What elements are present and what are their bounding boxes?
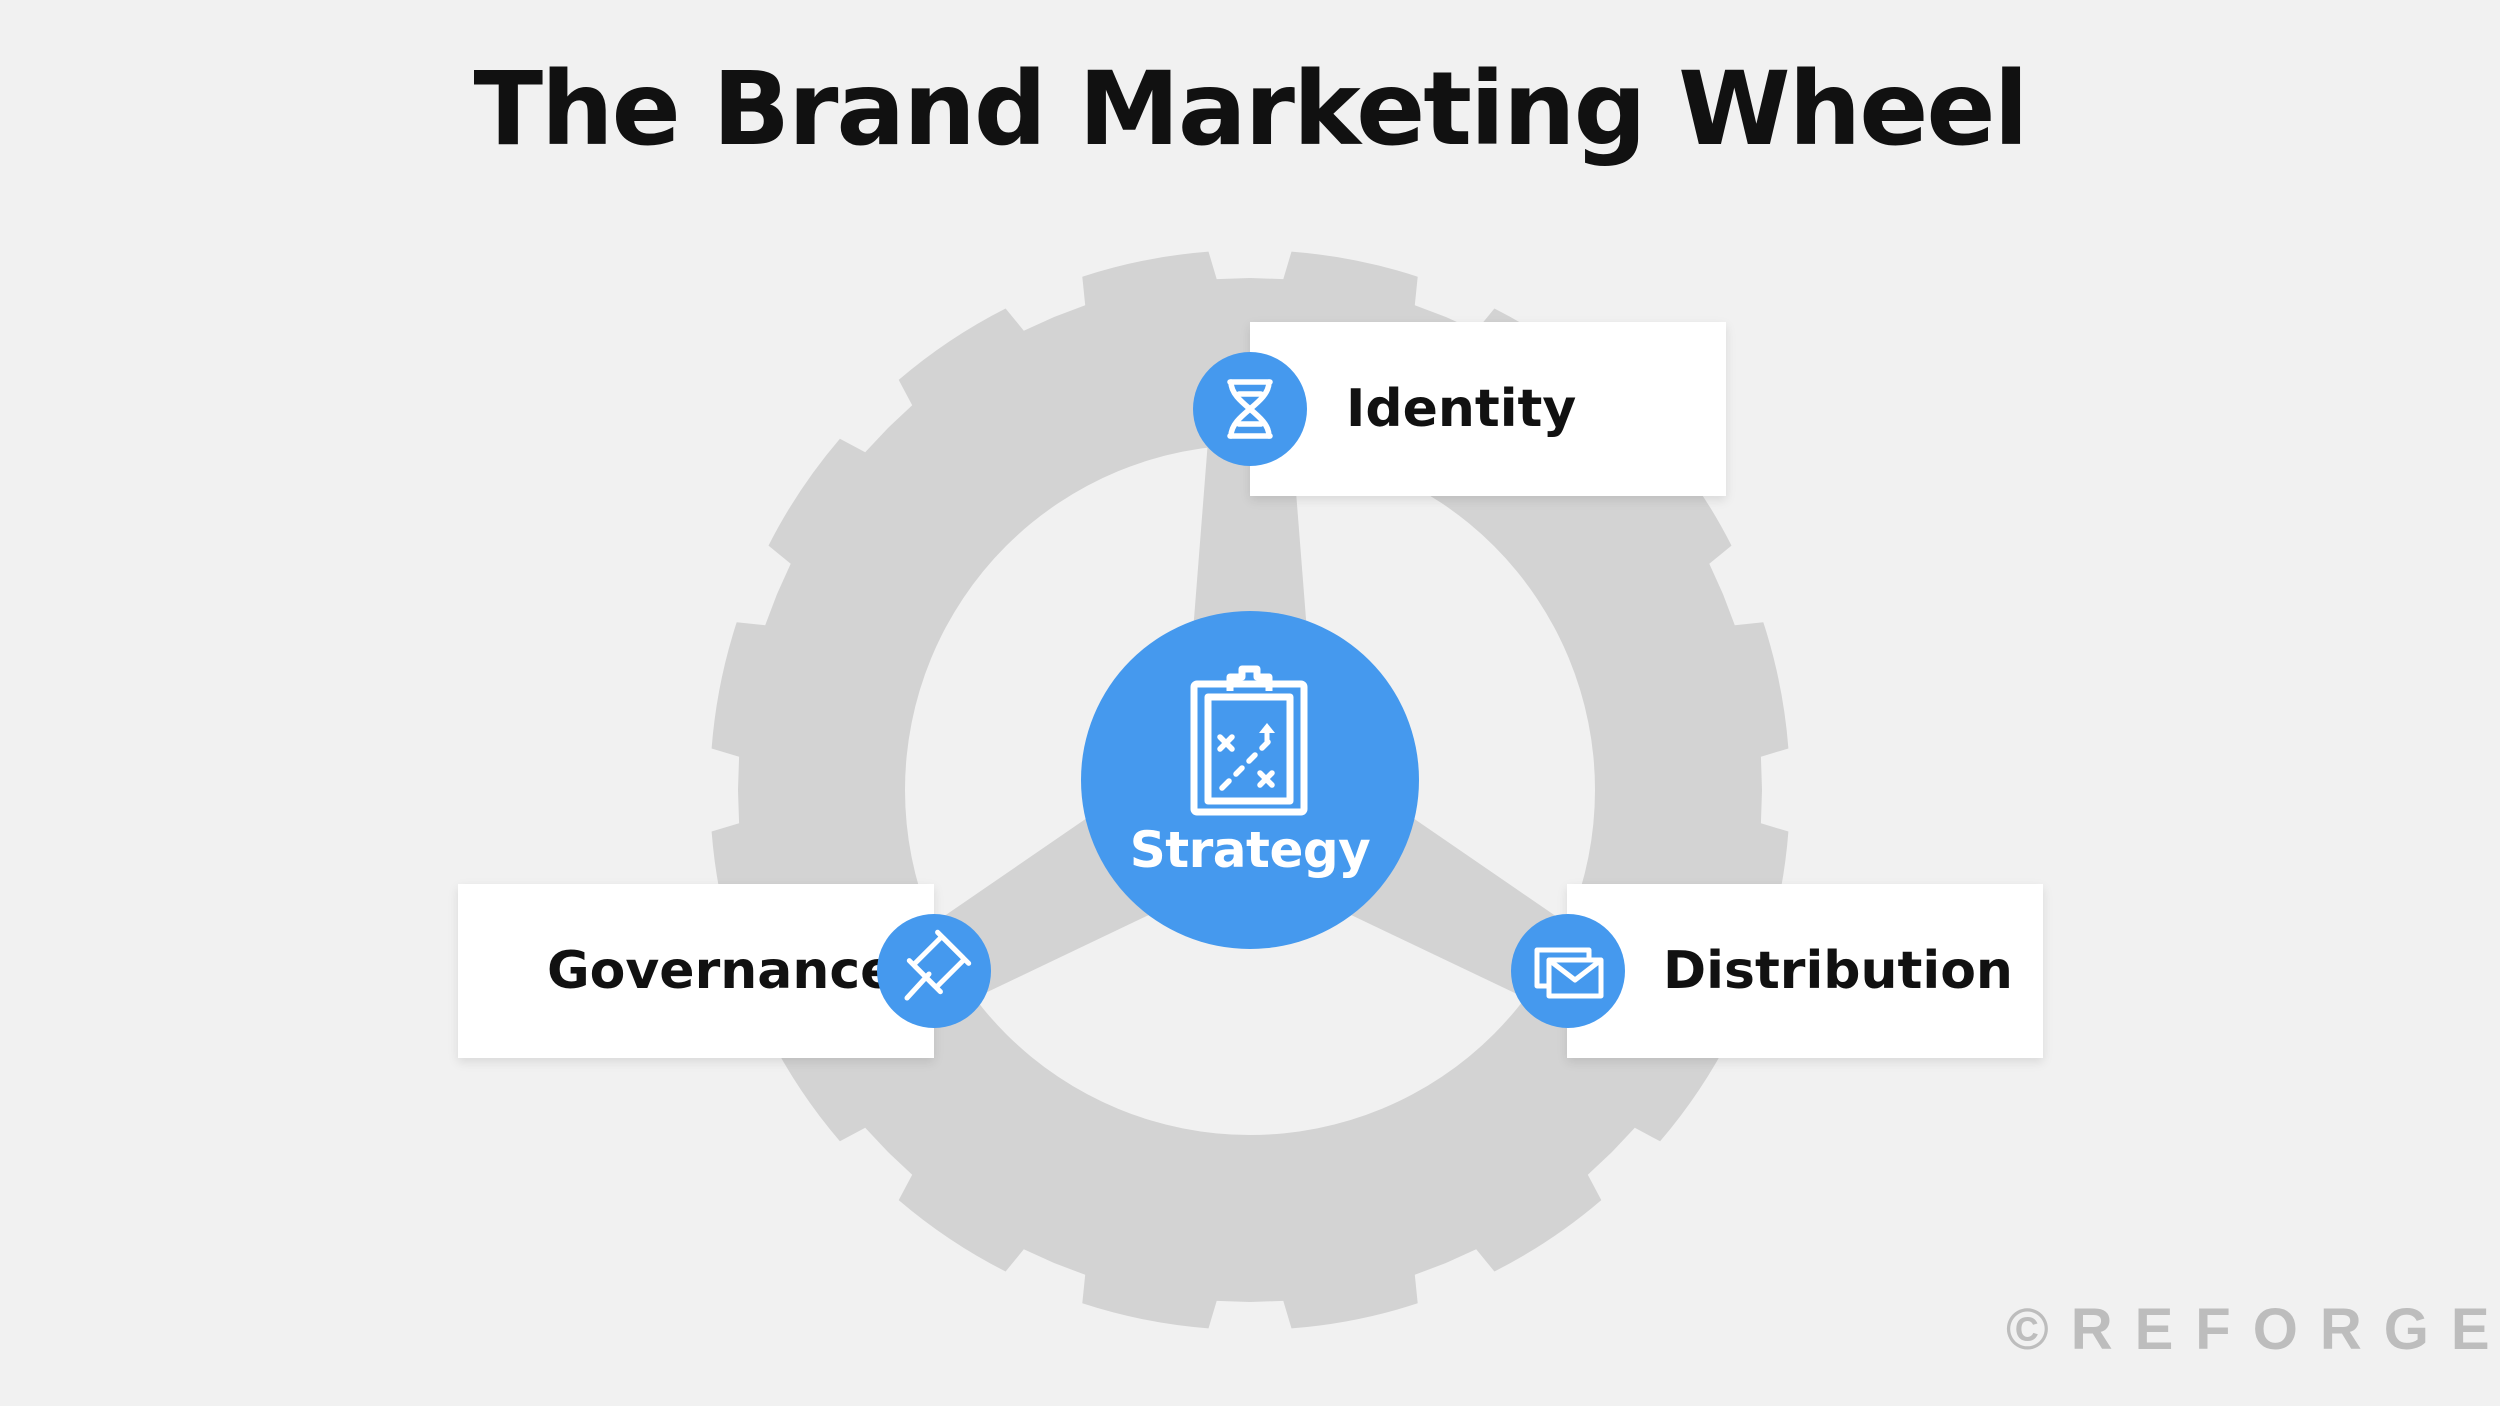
identity-badge: [1193, 352, 1307, 466]
governance-label: Governance: [547, 941, 896, 1001]
clipboard-playbook-icon: [1190, 665, 1308, 816]
reforge-watermark: ©REFORGE: [2006, 1297, 2500, 1362]
distribution-badge: [1511, 914, 1625, 1028]
gavel-icon: [904, 929, 972, 1001]
dna-icon: [1227, 379, 1273, 439]
distribution-card: Distribution: [1567, 884, 2043, 1058]
governance-card: Governance: [458, 884, 934, 1058]
strategy-hub: Strategy: [1081, 611, 1419, 949]
distribution-label: Distribution: [1663, 941, 2013, 1001]
envelope-icon: [1534, 947, 1604, 999]
gear-ring: [711, 251, 1789, 1329]
page-title: The Brand Marketing Wheel: [473, 50, 2028, 169]
identity-card: Identity: [1250, 322, 1726, 496]
governance-badge: [877, 914, 991, 1028]
strategy-label: Strategy: [1129, 821, 1371, 879]
identity-label: Identity: [1346, 379, 1577, 439]
